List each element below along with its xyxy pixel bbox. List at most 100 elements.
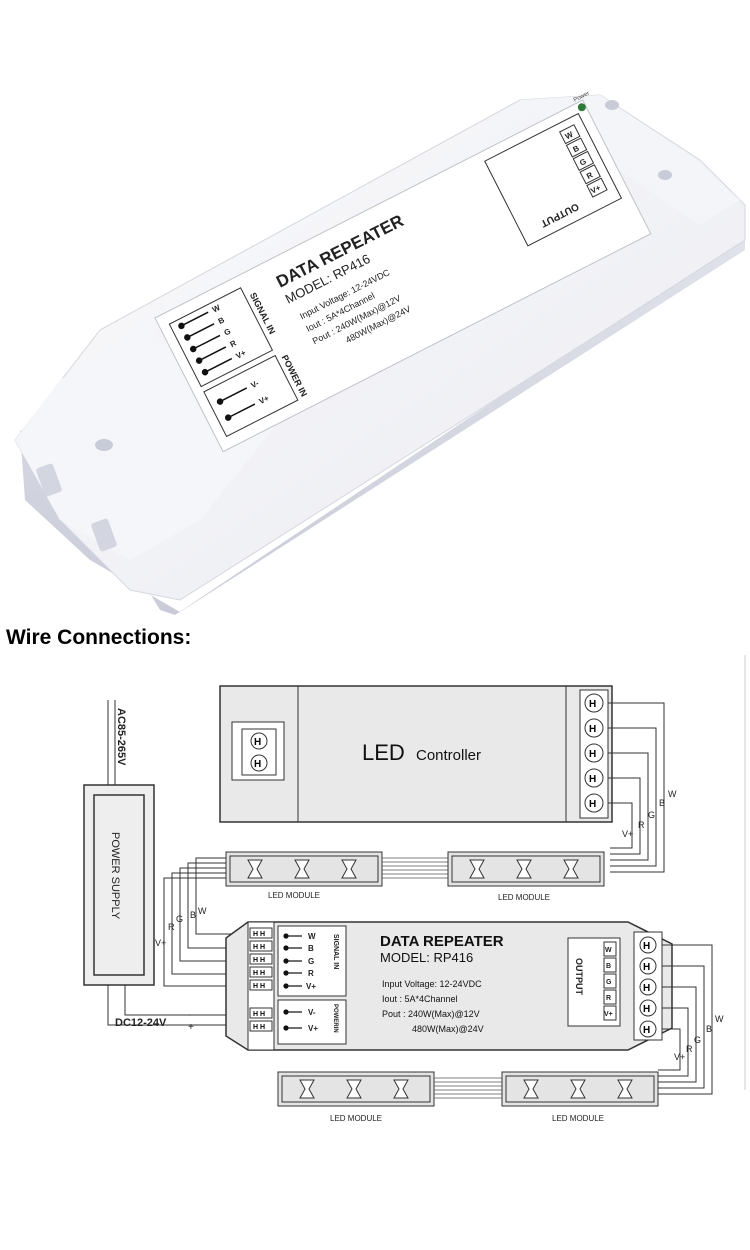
- signal-pin-list: W B G R V+: [211, 303, 248, 361]
- power-pin-vminus: V-: [249, 379, 260, 391]
- mount-hole-right-a: [605, 100, 619, 110]
- dc-label: DC12-24V: [115, 1017, 167, 1029]
- section-heading: Wire Connections:: [6, 626, 192, 649]
- repeater-spec-1: Input Voltage: 12-24VDC: [382, 979, 482, 989]
- svg-text:H H: H H: [253, 957, 265, 964]
- cable-slot-a: [36, 463, 62, 497]
- svg-text:H: H: [589, 774, 596, 785]
- power-pin-vplus: V+: [258, 393, 271, 406]
- dc-plus: +: [188, 1022, 194, 1033]
- ctrl-wire-vplus: V+: [622, 829, 633, 839]
- svg-text:H H: H H: [253, 1011, 265, 1018]
- svg-text:H: H: [643, 941, 650, 952]
- output-pin-b: B: [571, 144, 580, 155]
- svg-text:H: H: [643, 983, 650, 994]
- repeater-signal-pin-lines: [283, 933, 302, 1031]
- led-module-top-right: [447, 851, 605, 887]
- svg-text:H: H: [643, 1004, 650, 1015]
- ctrl-wire-w: W: [668, 789, 677, 799]
- wiring-diagram: AC85-265V POWER SUPPLY DC12-24V - + H H …: [83, 655, 746, 1123]
- svg-text:H: H: [643, 1025, 650, 1036]
- product-photo: SIGNAL IN POWER IN W B G R V+ V- V+ DATA…: [14, 91, 746, 615]
- output-pin-r: R: [585, 170, 594, 181]
- rep-output-pin-r: R: [606, 995, 611, 1002]
- rep-output-pin-g: G: [606, 979, 612, 986]
- rep-signal-pin-r: R: [308, 969, 314, 978]
- output-pin-g: G: [578, 157, 588, 168]
- output-pin-w: W: [564, 130, 575, 142]
- power-led-icon: [577, 103, 586, 112]
- svg-text:H H: H H: [253, 1024, 265, 1031]
- out-wire-r: R: [686, 1044, 693, 1054]
- signal-in-block: [168, 287, 274, 388]
- ctrl-wire-r: R: [638, 820, 645, 830]
- svg-text:H H: H H: [253, 970, 265, 977]
- out-wire-w: W: [715, 1014, 724, 1024]
- controller-label-big: LED: [362, 740, 405, 765]
- repeater-output-wires: [658, 944, 713, 1095]
- rep-signal-pin-g: G: [308, 957, 314, 966]
- signal-pin-b: B: [217, 315, 226, 326]
- led-module-label-3: LED MODULE: [330, 1114, 382, 1123]
- sig-wire-b: B: [190, 910, 196, 920]
- led-controller: H H LED Controller H H H H H: [219, 685, 613, 823]
- cable-slot-b: [91, 518, 117, 552]
- module-link-bottom: [434, 1077, 502, 1099]
- rep-signal-pin-b: B: [308, 944, 314, 953]
- signal-wires: [178, 311, 256, 421]
- output-pins: W B G R V+: [558, 124, 608, 198]
- output-pin-vplus: V+: [589, 183, 602, 196]
- rep-power-pin-vminus: V-: [308, 1008, 316, 1017]
- rep-output-label: OUTPUT: [574, 958, 584, 996]
- rep-output-pin-vplus: V+: [604, 1011, 613, 1018]
- rep-signal-pin-vplus: V+: [306, 982, 316, 991]
- controller-label-small: Controller: [416, 747, 481, 764]
- svg-text:H: H: [589, 799, 596, 810]
- sig-wire-g: G: [176, 914, 183, 924]
- power-supply-label: POWER SUPPLY: [109, 832, 121, 920]
- power-supply: POWER SUPPLY: [83, 784, 155, 986]
- repeater-spec-2: Iout : 5A*4Channel: [382, 994, 458, 1004]
- out-wire-vplus: V+: [674, 1052, 685, 1062]
- led-module-label-4: LED MODULE: [552, 1114, 604, 1123]
- svg-text:H H: H H: [253, 983, 265, 990]
- svg-text:H: H: [589, 724, 596, 735]
- dc-minus: -: [188, 1010, 191, 1021]
- signal-pin-r: R: [229, 338, 238, 349]
- repeater-title: DATA REPEATER: [380, 933, 504, 950]
- svg-text:H H: H H: [253, 944, 265, 951]
- repeater-model: MODEL: RP416: [380, 950, 473, 965]
- svg-text:H H: H H: [253, 931, 265, 938]
- out-wire-b: B: [706, 1024, 712, 1034]
- power-in-block: [203, 354, 299, 438]
- svg-text:H: H: [589, 699, 596, 710]
- svg-text:H: H: [589, 749, 596, 760]
- module-link-top: [382, 857, 448, 879]
- controller-output-wires: [608, 702, 665, 873]
- output-block: [484, 112, 623, 247]
- led-module-label-1: LED MODULE: [268, 891, 320, 900]
- svg-text:H: H: [254, 759, 261, 770]
- led-module-bottom-right: [501, 1071, 659, 1107]
- rep-power-pin-vplus: V+: [308, 1024, 318, 1033]
- controller-terminals: H H H H H: [584, 693, 604, 813]
- led-module-bottom-left: [277, 1071, 435, 1107]
- rep-power-in-label: POWERIN: [332, 1004, 338, 1033]
- ctrl-wire-g: G: [648, 810, 655, 820]
- led-module-label-2: LED MODULE: [498, 893, 550, 902]
- sig-wire-r: R: [168, 922, 175, 932]
- out-wire-g: G: [694, 1035, 701, 1045]
- rep-output-pins: W B G R V+: [603, 941, 617, 1021]
- rep-signal-pin-w: W: [308, 932, 316, 941]
- repeater-spec-4: 480W(Max)@24V: [412, 1024, 484, 1034]
- ac-label: AC85-265V: [115, 708, 127, 766]
- repeater-output-terminals: H H H H H: [639, 936, 657, 1038]
- rep-output-pin-b: B: [606, 963, 611, 970]
- repeater-spec-3: Pout : 240W(Max)@12V: [382, 1009, 480, 1019]
- signal-pin-g: G: [223, 327, 233, 338]
- ctrl-wire-b: B: [659, 798, 665, 808]
- signal-pin-vplus: V+: [234, 348, 247, 361]
- mount-hole-left: [95, 439, 113, 451]
- sig-wire-vplus: V+: [155, 938, 166, 948]
- signal-input-wires: [163, 857, 248, 987]
